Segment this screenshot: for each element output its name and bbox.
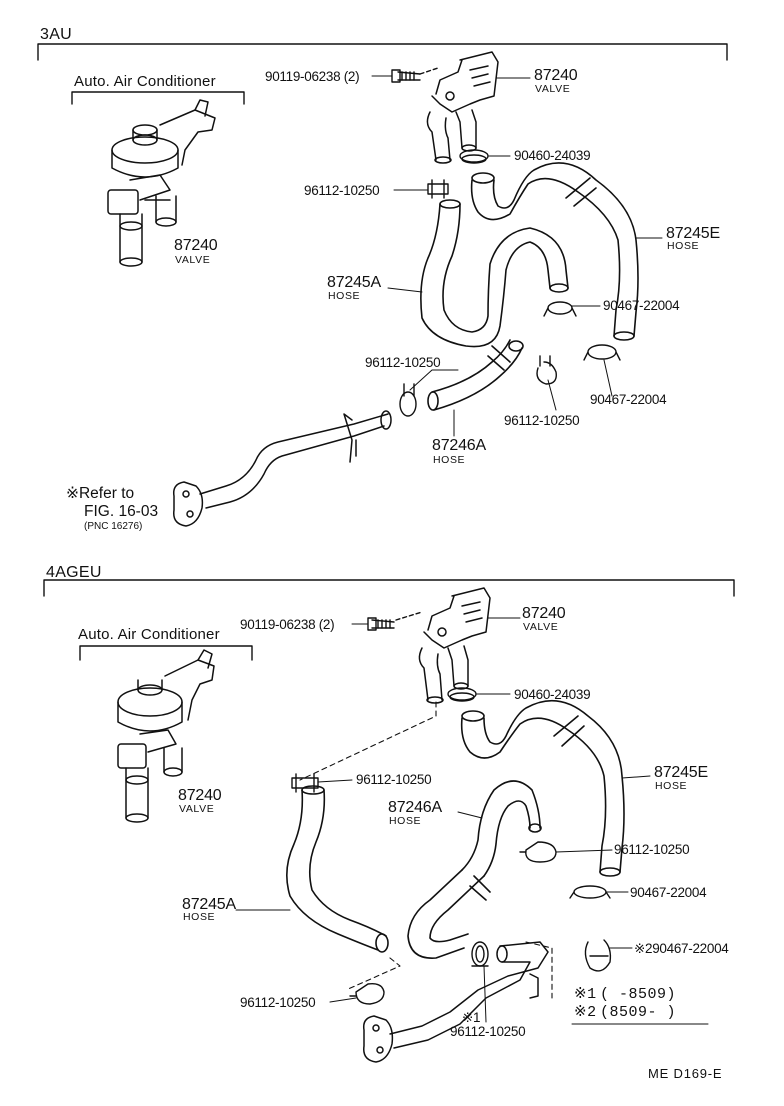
bolt-3au-drawing [391, 67, 439, 83]
part-name-valve-main-4ageu: VALVE [523, 621, 559, 633]
part-label-clamp-22004-4ageu: 90467-22004 [630, 885, 707, 900]
valve-ac-3au-drawing [107, 99, 216, 267]
option-label-4ageu: Auto. Air Conditioner [78, 626, 220, 643]
diagram-code: ME D169-E [648, 1066, 723, 1081]
part-name-hose-e-3au: HOSE [667, 240, 700, 252]
part-label-hose-246a-4ageu: 87246A [388, 799, 442, 816]
part-label-bolt-3au: 90119-06238 (2) [265, 69, 360, 84]
pipe-4ageu-drawing [362, 941, 549, 1063]
part-label-clamp-10250-star-4ageu: 96112-10250 [450, 1024, 526, 1039]
hose-87246a-4ageu-drawing [407, 780, 542, 959]
part-label-clamp-10250-top-3au: 96112-10250 [304, 183, 380, 198]
section-title-4ageu: 4AGEU [46, 564, 102, 581]
dashed-links-4ageu [299, 701, 553, 999]
valve-ac-4ageu-drawing [117, 649, 215, 823]
part-label-clamp-24039-3au: 90460-24039 [514, 148, 591, 163]
note-range-2: (8509- ) [600, 1004, 677, 1021]
part-label-hose-e-3au: 87245E [666, 225, 720, 242]
part-name-valve-ac-3au: VALVE [175, 254, 211, 266]
hose-87245a-3au-drawing [420, 199, 569, 348]
hose-87246a-3au-drawing [427, 339, 524, 411]
note-mark-1: ※1 [574, 986, 597, 1003]
pipe-3au-drawing [172, 410, 392, 527]
part-label-bolt-4ageu: 90119-06238 (2) [240, 617, 335, 632]
section-title-3au: 3AU [40, 26, 73, 43]
part-label-valve-main-4ageu: 87240 [522, 605, 566, 622]
part-name-hose-246a-4ageu: HOSE [389, 815, 422, 827]
part-name-hose-a-4ageu: HOSE [183, 911, 216, 923]
option-bracket-3au [71, 91, 245, 105]
reference-pnc-3au: (PNC 16276) [84, 521, 143, 532]
note-range-1: ( -8509) [600, 986, 677, 1003]
reference-figure-link-3au[interactable]: FIG. 16-03 [84, 503, 159, 520]
part-name-hose-a-3au: HOSE [328, 290, 361, 302]
part-label-valve-main-3au: 87240 [534, 67, 578, 84]
part-label-hose-a-3au: 87245A [327, 274, 381, 291]
part-label-clamp-24039-4ageu: 90460-24039 [514, 687, 591, 702]
part-label-valve-ac-3au: 87240 [174, 237, 218, 254]
section-frame-3au [37, 43, 728, 105]
part-name-valve-ac-4ageu: VALVE [179, 803, 215, 815]
part-label-clamp-10250-top-4ageu: 96112-10250 [356, 772, 432, 787]
part-label-clamp-10250-mid-3au: 96112-10250 [365, 355, 441, 370]
bolt-4ageu-drawing [367, 611, 423, 631]
part-label-clamp-22004-star-4ageu: ※290467-22004 [634, 941, 729, 956]
leaders-4ageu [235, 617, 709, 1025]
part-name-valve-main-3au: VALVE [535, 83, 571, 95]
option-label-3au: Auto. Air Conditioner [74, 73, 216, 90]
clamps-3au-drawing [399, 149, 621, 417]
hose-87245a-4ageu-drawing [286, 785, 389, 953]
leaders-3au [371, 75, 663, 437]
valve-main-4ageu-drawing [418, 587, 491, 704]
part-label-clamp-10250-low-3au: 96112-10250 [504, 413, 580, 428]
part-label-clamp-22004-b-3au: 90467-22004 [590, 392, 667, 407]
part-label-clamp-10250-low-4ageu: 96112-10250 [240, 995, 316, 1010]
part-label-hose-e-4ageu: 87245E [654, 764, 708, 781]
part-label-clamp-22004-a-3au: 90467-22004 [603, 298, 680, 313]
note-mark-2: ※2 [574, 1004, 597, 1021]
part-label-clamp-10250-mid-4ageu: 96112-10250 [614, 842, 690, 857]
part-label-hose-246a-3au: 87246A [432, 437, 486, 454]
part-name-hose-e-4ageu: HOSE [655, 780, 688, 792]
valve-main-3au-drawing [426, 51, 499, 164]
hose-87245e-3au-drawing [470, 162, 639, 341]
part-mark-clamp-10250-star-4ageu: ※1 [462, 1010, 481, 1025]
part-name-hose-246a-3au: HOSE [433, 454, 466, 466]
hose-87245e-4ageu-drawing [460, 699, 625, 877]
option-bracket-4ageu [79, 645, 253, 661]
reference-line1-3au: ※Refer to [66, 485, 135, 502]
clamps-4ageu-drawing [291, 687, 612, 1005]
part-label-hose-a-4ageu: 87245A [182, 896, 236, 913]
part-label-valve-ac-4ageu: 87240 [178, 787, 222, 804]
section-frame-4ageu [43, 579, 735, 661]
